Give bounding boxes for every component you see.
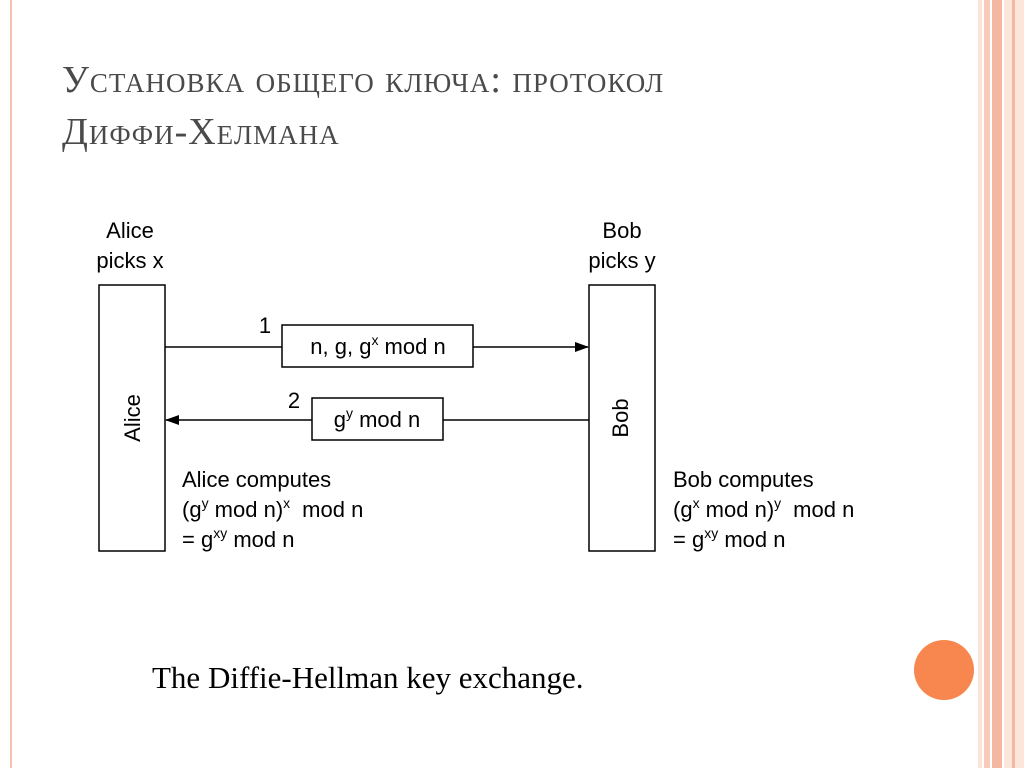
bob-box-label: Bob (608, 398, 633, 437)
decor-stripe (992, 0, 1002, 768)
message1-box (281, 324, 474, 368)
alice-top-name: Alice (106, 218, 154, 243)
bob-box (588, 284, 656, 552)
decor-stripe (1012, 0, 1015, 768)
message2-number: 2 (288, 388, 300, 413)
message2-text: gy mod n (334, 405, 421, 432)
alice-box-label: Alice (120, 394, 145, 442)
bob-compute-line3: = gxy mod n (673, 525, 785, 552)
alice-top-picks: picks x (96, 248, 163, 273)
alice-box (98, 284, 166, 552)
slide-title-line1: Установка общего ключа: протокол (62, 59, 665, 101)
slide-frame (10, 0, 980, 768)
bob-compute-line1: Bob computes (673, 467, 814, 492)
slide-title: Установка общего ключа: протокол Диффи-Х… (62, 54, 942, 158)
bob-top-name: Bob (602, 218, 641, 243)
slide-title-line2: Диффи-Хелмана (62, 111, 340, 153)
figure-caption: The Diffie-Hellman key exchange. (152, 660, 584, 695)
alice-compute-line3: = gxy mod n (182, 525, 294, 552)
decor-stripe (978, 0, 982, 768)
alice-compute-line1: Alice computes (182, 467, 331, 492)
decor-orange-circle (914, 640, 974, 700)
decor-stripe (984, 0, 990, 768)
message1-number: 1 (259, 313, 271, 338)
message1-text: n, g, gx mod n (310, 332, 445, 359)
bob-top-picks: picks y (588, 248, 655, 273)
message2-box (311, 397, 444, 441)
